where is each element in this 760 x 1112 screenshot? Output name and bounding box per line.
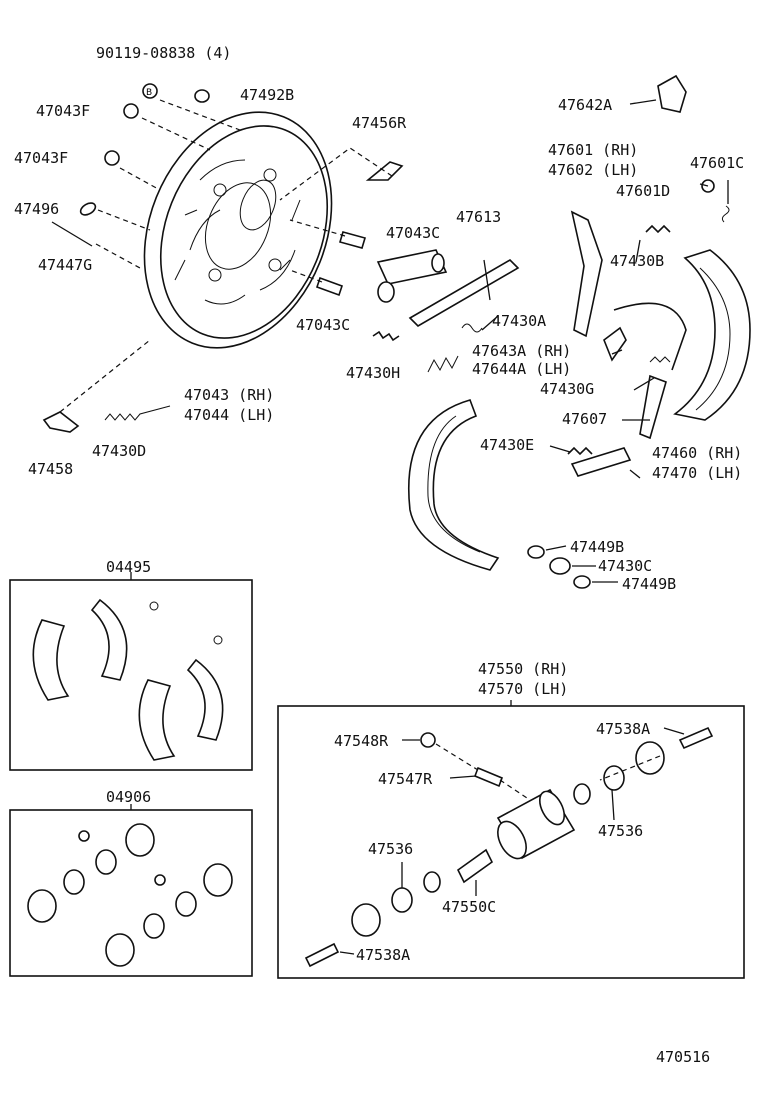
cap-47492B [194, 89, 210, 103]
label-47430B: 47430B [610, 252, 664, 270]
cup-47536-a [603, 765, 625, 791]
label-47430G: 47430G [540, 380, 594, 398]
label-47430H: 47430H [346, 364, 400, 382]
adjuster-lever-47642A [657, 74, 687, 113]
strut-47601 [570, 210, 603, 338]
spring-47550C [456, 848, 494, 884]
plate-47456R [365, 161, 404, 181]
diagram-id: 470516 [656, 1048, 710, 1066]
label-47430E: 47430E [480, 436, 534, 454]
boot-47538A-b [304, 942, 340, 968]
label-47460-rh: 47460 (RH) [652, 444, 742, 462]
spring-47430E [567, 446, 593, 456]
label-47601-rh: 47601 (RH) [548, 141, 638, 159]
label-47550-rh: 47550 (RH) [478, 660, 568, 678]
piston-right [635, 741, 665, 775]
label-47613: 47613 [456, 208, 501, 226]
wheel-cylinder-small [376, 249, 448, 303]
label-47550C: 47550C [442, 898, 496, 916]
adjuster-47460 [570, 447, 632, 477]
bleeder-47548R [420, 732, 436, 748]
label-47607: 47607 [562, 410, 607, 428]
washer-47449B-b [573, 575, 591, 589]
label-47601C: 47601C [690, 154, 744, 172]
grommet-47496 [79, 202, 97, 216]
cable-47607 [613, 302, 687, 440]
spring-47430A [461, 323, 483, 333]
label-47449B-a: 47449B [570, 538, 624, 556]
nut-90119: B [142, 83, 158, 99]
label-47570-lh: 47570 (LH) [478, 680, 568, 698]
label-47043F-b: 47043F [14, 149, 68, 167]
label-47456R: 47456R [352, 114, 407, 132]
shoe-set-04495 [32, 598, 224, 761]
pin-47447G [51, 221, 93, 247]
label-47430D: 47430D [92, 442, 146, 460]
backing-plate [143, 111, 333, 349]
label-47536-b: 47536 [368, 840, 413, 858]
svg-text:B: B [146, 88, 152, 98]
washer-47043F-a [123, 103, 139, 119]
spring-47430C-top [549, 557, 571, 575]
bracket-47458 [42, 411, 80, 433]
label-47043-rh: 47043 (RH) [184, 386, 274, 404]
label-04495: 04495 [106, 558, 151, 576]
label-47601D: 47601D [616, 182, 670, 200]
clip-47601C [721, 205, 730, 223]
wheel-cylinder-assy [496, 788, 576, 860]
lever-47613 [408, 258, 520, 328]
label-47538A-b: 47538A [356, 946, 410, 964]
boot-47538A-a [678, 726, 714, 750]
label-90119: 90119-08838 (4) [96, 44, 231, 62]
cup-small-right [573, 783, 591, 805]
cup-47536-b [391, 887, 413, 913]
bolt-47043C-a [338, 231, 367, 249]
label-47547R: 47547R [378, 770, 433, 788]
box-04495 [9, 579, 253, 771]
piston-left [351, 903, 381, 937]
label-47548R: 47548R [334, 732, 389, 750]
label-47643A: 47643A (RH) [472, 342, 571, 360]
label-47447G: 47447G [38, 256, 92, 274]
label-47644A: 47644A (LH) [472, 360, 571, 378]
label-47458: 47458 [28, 460, 73, 478]
repair-kit-04906 [27, 823, 233, 967]
spring-47430G [649, 356, 671, 363]
label-47449B-b: 47449B [622, 575, 676, 593]
label-47043F-a: 47043F [36, 102, 90, 120]
label-47430A: 47430A [492, 312, 546, 330]
label-47043C-b: 47043C [296, 316, 350, 334]
label-47642A: 47642A [558, 96, 612, 114]
washer-47043F-b [104, 150, 120, 166]
label-47043C-a: 47043C [386, 224, 440, 242]
label-47492B: 47492B [240, 86, 294, 104]
spring-47430D [104, 405, 171, 421]
label-04906: 04906 [106, 788, 151, 806]
label-47470-lh: 47470 (LH) [652, 464, 742, 482]
label-47538A-a: 47538A [596, 720, 650, 738]
brake-shoe-middle [408, 399, 500, 571]
label-47496: 47496 [14, 200, 59, 218]
spring-47430H [372, 330, 400, 342]
spring-47430B [645, 224, 671, 234]
screw-47547R [473, 766, 504, 788]
washer-47449B-a [527, 545, 545, 559]
label-47044-lh: 47044 (LH) [184, 406, 274, 424]
lever-47643A [603, 326, 627, 362]
brake-shoe-right [673, 249, 751, 421]
label-47430C: 47430C [598, 557, 652, 575]
label-47536-a: 47536 [598, 822, 643, 840]
bolt-47043C-b [315, 276, 344, 297]
spring-47430A-coil [427, 355, 459, 373]
cup-small-left [423, 871, 441, 893]
label-47602-lh: 47602 (LH) [548, 161, 638, 179]
